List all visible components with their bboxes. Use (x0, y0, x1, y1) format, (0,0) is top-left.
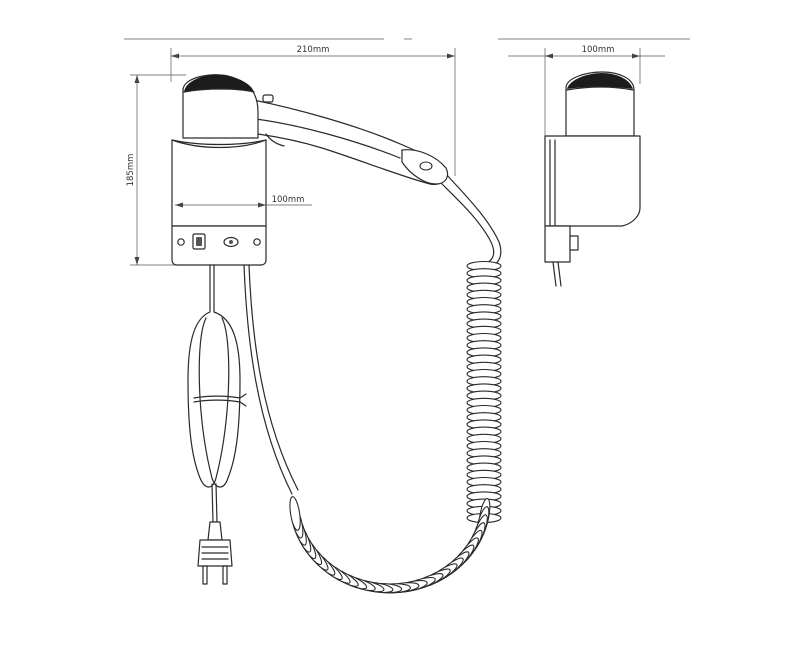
side-depth-label: 100mm (582, 45, 615, 55)
dimension-mount-width: 100mm (175, 195, 312, 208)
front-view: 210mm 185mm (126, 45, 502, 594)
dryer-handle (231, 94, 449, 185)
dimension-height: 185mm (126, 74, 186, 266)
side-vent-icon (567, 73, 633, 89)
dimension-width-front: 210mm (170, 45, 456, 176)
coiled-cord (243, 173, 502, 594)
coil-loop (289, 496, 301, 531)
dimension-side-depth: 100mm (508, 45, 665, 136)
screw-icon (177, 238, 185, 246)
side-view: 100mm (508, 45, 665, 287)
screw-icon (253, 238, 261, 246)
vent-icon (184, 74, 254, 92)
side-body (544, 135, 641, 227)
dryer-head (182, 74, 259, 139)
width-front-label: 210mm (297, 45, 330, 55)
side-switch-icon (569, 235, 579, 251)
power-cord (187, 264, 247, 523)
coil-loops (289, 260, 502, 594)
height-label: 185mm (126, 154, 136, 187)
plug-icon (197, 521, 233, 585)
side-base (544, 225, 571, 263)
holder-cup (171, 139, 267, 227)
base-plate (171, 225, 267, 266)
mount-width-label: 100mm (272, 195, 305, 205)
